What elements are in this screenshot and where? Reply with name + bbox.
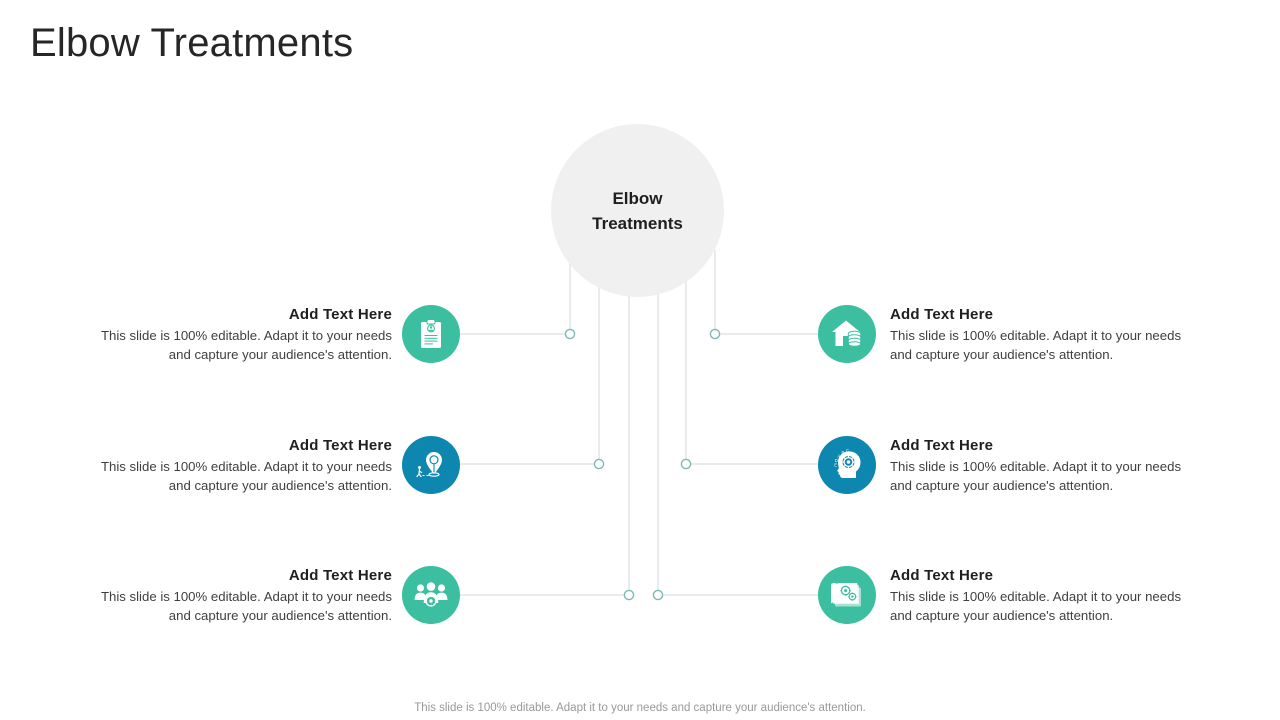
item-heading: Add Text Here — [288, 437, 392, 454]
icon-bubble-right-3[interactable] — [818, 566, 876, 624]
item-heading: Add Text Here — [890, 437, 994, 454]
text-block-left-2: Add Text Here This slide is 100% editabl… — [96, 435, 392, 495]
item-body: This slide is 100% editable. Adapt it to… — [890, 459, 1182, 493]
team-gear-icon — [413, 581, 449, 609]
item-heading: Add Text Here — [890, 567, 994, 584]
connector-node-r2 — [680, 458, 692, 470]
head-gear-brain-icon: A B C D E — [830, 449, 864, 481]
slide-footer-note: This slide is 100% editable. Adapt it to… — [414, 702, 866, 714]
icon-bubble-left-3[interactable] — [402, 566, 460, 624]
connector-node-l1 — [564, 328, 576, 340]
page-title: Elbow Treatments — [30, 21, 354, 65]
blueprint-gears-icon — [829, 580, 865, 610]
item-body: This slide is 100% editable. Adapt it to… — [100, 328, 392, 362]
icon-bubble-right-1[interactable] — [818, 305, 876, 363]
item-heading: Add Text Here — [288, 306, 392, 323]
location-pin-walking-icon — [414, 449, 448, 481]
item-heading: Add Text Here — [890, 306, 994, 323]
connector-node-r3 — [652, 589, 664, 601]
icon-bubble-left-1[interactable] — [402, 305, 460, 363]
svg-text:C: C — [846, 449, 849, 453]
center-hub-label: Elbow Treatments — [592, 188, 683, 233]
connector-node-l3 — [623, 589, 635, 601]
item-body: This slide is 100% editable. Adapt it to… — [100, 459, 392, 493]
svg-text:A: A — [838, 454, 841, 459]
connector-node-r1 — [709, 328, 721, 340]
text-block-right-1: Add Text Here This slide is 100% editabl… — [890, 304, 1186, 364]
text-block-left-3: Add Text Here This slide is 100% editabl… — [96, 565, 392, 625]
clipboard-person-icon — [416, 318, 446, 350]
item-body: This slide is 100% editable. Adapt it to… — [890, 328, 1182, 362]
svg-text:D: D — [835, 458, 838, 463]
svg-text:B: B — [842, 450, 845, 455]
center-hub: Elbow Treatments — [551, 124, 724, 297]
icon-bubble-right-2[interactable]: A B C D E — [818, 436, 876, 494]
item-heading: Add Text Here — [288, 567, 392, 584]
text-block-left-1: Add Text Here This slide is 100% editabl… — [96, 304, 392, 364]
connector-node-l2 — [593, 458, 605, 470]
item-body: This slide is 100% editable. Adapt it to… — [890, 589, 1182, 623]
text-block-right-3: Add Text Here This slide is 100% editabl… — [890, 565, 1186, 625]
icon-bubble-left-2[interactable] — [402, 436, 460, 494]
item-body: This slide is 100% editable. Adapt it to… — [100, 589, 392, 623]
house-coins-icon — [830, 318, 864, 350]
svg-text:E: E — [834, 463, 837, 468]
text-block-right-2: Add Text Here This slide is 100% editabl… — [890, 435, 1186, 495]
